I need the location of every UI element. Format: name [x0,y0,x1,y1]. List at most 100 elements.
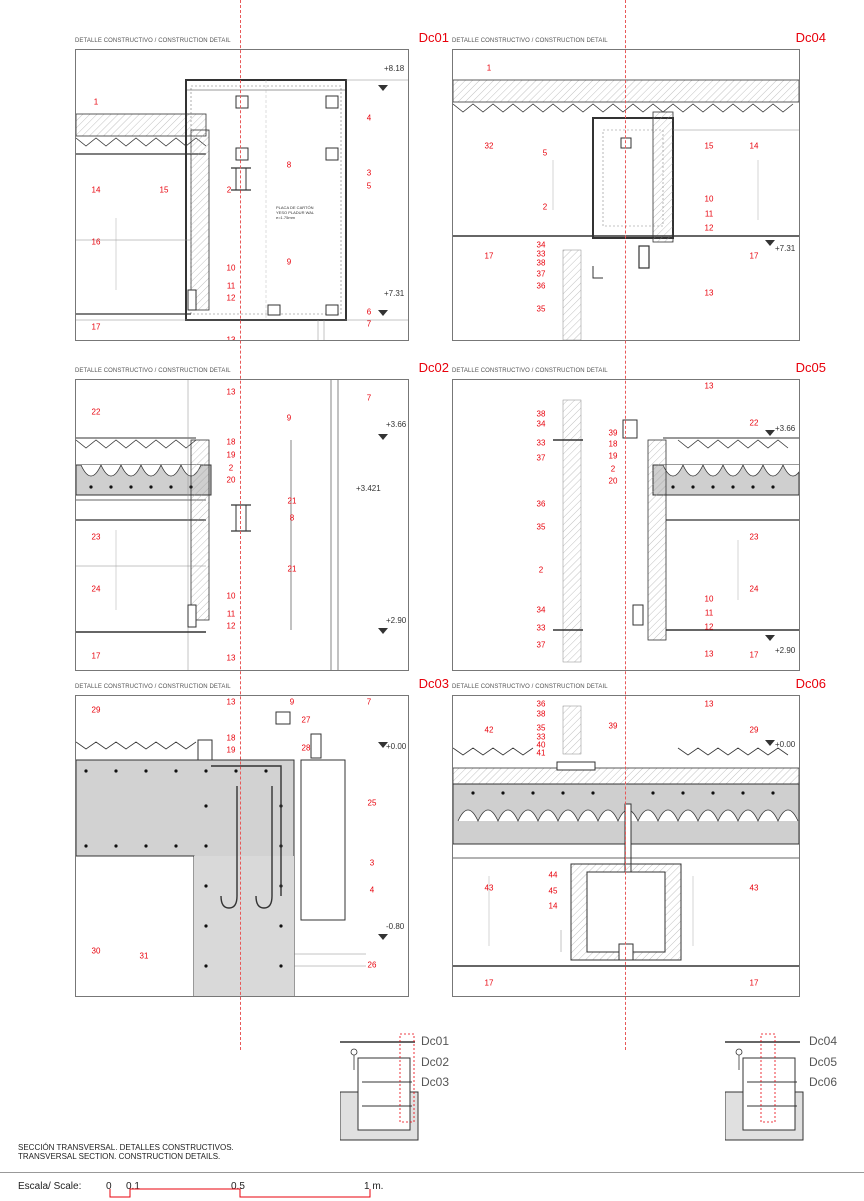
section-drawing [553,399,799,663]
tag-label: 17 [91,322,101,332]
tag-label: 19 [226,450,236,460]
tag-label: 30 [91,946,101,956]
panel-dc01: DETALLE CONSTRUCTIVO / CONSTRUCTION DETA… [75,30,449,356]
section-cut-line-left [240,0,241,1050]
detail-drawing: 13 38 34 39 22 33 18 19 37 2 20 36 35 23… [452,379,800,671]
panel-header: DETALLE CONSTRUCTIVO / CONSTRUCTION DETA… [75,30,449,48]
tag-label: 38 [536,258,546,268]
tag-label: 12 [226,293,236,303]
key-label-dc04: Dc04 [809,1034,838,1048]
key-label-dc02: Dc02 [421,1055,450,1069]
tag-label: 14 [749,141,759,151]
tag-label: 2 [228,463,234,473]
panel-caption: DETALLE CONSTRUCTIVO / CONSTRUCTION DETA… [75,684,231,690]
tag-label: 44 [548,870,558,880]
tag-label: 21 [287,496,297,506]
key-label-dc01: Dc01 [421,1034,450,1048]
tag-label: 40 [536,740,546,750]
tag-label: 20 [226,475,236,485]
tag-label: 34 [536,605,546,615]
tag-label: 7 [366,319,372,329]
section-drawing [76,380,388,670]
tag-label: 22 [749,418,759,428]
tag-label: 31 [139,951,149,961]
tag-label: 8 [286,160,292,170]
section-drawing [453,79,799,340]
tag-label: 16 [91,237,101,247]
panel-caption: DETALLE CONSTRUCTIVO / CONSTRUCTION DETA… [452,368,608,374]
level-mark: +0.00 [775,740,796,749]
tag-label: 38 [536,709,546,719]
panel-dc04: DETALLE CONSTRUCTIVO / CONSTRUCTION DETA… [452,30,826,356]
panel-title: Dc03 [418,676,449,691]
tag-label: 25 [367,798,377,808]
tag-label: 36 [536,281,546,291]
tag-label: 33 [536,438,546,448]
tag-label: 39 [608,721,618,731]
section-cut-line-right [625,0,626,1050]
tag-label: 2 [542,202,548,212]
tag-label: 15 [159,185,169,195]
tag-label: 19 [608,451,618,461]
tag-label: 43 [484,883,494,893]
panel-title: Dc05 [795,360,826,375]
tag-label: 7 [366,393,372,403]
tag-label: 35 [536,723,546,733]
tag-label: 5 [542,148,548,158]
tag-label: 5 [366,181,372,191]
tag-label: 10 [704,194,714,204]
tag-label: 24 [91,584,101,594]
tag-label: 1 [93,97,99,107]
key-label-dc06: Dc06 [809,1075,838,1089]
scale-tick: 0 [106,1181,112,1192]
detail-drawing: 36 38 13 35 42 39 33 29 40 41 43 44 45 4… [452,695,800,997]
tag-label: 14 [548,901,558,911]
panel-header: DETALLE CONSTRUCTIVO / CONSTRUCTION DETA… [75,360,449,378]
tag-label: 2 [538,565,544,575]
panel-title: Dc02 [418,360,449,375]
tag-label: 45 [548,886,558,896]
key-plan-right: Dc04 Dc05 Dc06 [724,1032,864,1142]
tag-label: 17 [484,978,494,988]
section-drawing [453,705,799,967]
tag-label: 37 [536,640,546,650]
panel-header: DETALLE CONSTRUCTIVO / CONSTRUCTION DETA… [452,676,826,694]
tag-label: 34 [536,240,546,250]
tag-label: 14 [91,185,101,195]
tag-label: 42 [484,725,494,735]
tag-label: 2 [610,464,616,474]
panel-caption: DETALLE CONSTRUCTIVO / CONSTRUCTION DETA… [452,38,608,44]
key-label-dc05: Dc05 [809,1055,838,1069]
tag-label: 17 [749,978,759,988]
sheet-title-es: SECCIÓN TRANSVERSAL. DETALLES CONSTRUCTI… [18,1143,234,1152]
tag-label: 18 [226,437,236,447]
panel-header: DETALLE CONSTRUCTIVO / CONSTRUCTION DETA… [452,360,826,378]
tag-label: 22 [91,407,101,417]
tag-label: 28 [301,743,311,753]
panel-header: DETALLE CONSTRUCTIVO / CONSTRUCTION DETA… [75,676,449,694]
panel-dc03: DETALLE CONSTRUCTIVO / CONSTRUCTION DETA… [75,676,449,997]
panel-dc02: DETALLE CONSTRUCTIVO / CONSTRUCTION DETA… [75,360,449,676]
level-mark: +3.421 [356,484,381,493]
key-plan-drawing [339,1033,419,1141]
level-mark: +2.90 [775,646,796,655]
level-mark: +8.18 [384,64,405,73]
tag-label: 26 [367,960,377,970]
detail-drawing: 13 22 9 7 18 19 2 20 21 8 23 24 21 10 11… [75,379,409,671]
key-plan-left: Dc01 Dc02 Dc03 [339,1032,500,1142]
tag-label: 17 [749,251,759,261]
section-drawing [76,79,408,340]
tag-label: 13 [226,653,236,663]
tag-label: 11 [704,209,714,219]
level-mark: +3.66 [386,420,407,429]
tag-label: 39 [608,428,618,438]
scale-label: Escala/ Scale: [18,1181,82,1192]
tag-label: 32 [484,141,494,151]
level-mark: +0.00 [386,742,407,751]
tag-label: 9 [286,257,292,267]
level-mark: +7.31 [775,244,796,253]
section-drawing [76,711,388,996]
panel-title: Dc06 [795,676,826,691]
level-mark: +7.31 [384,289,405,298]
tag-label: 33 [536,249,546,259]
